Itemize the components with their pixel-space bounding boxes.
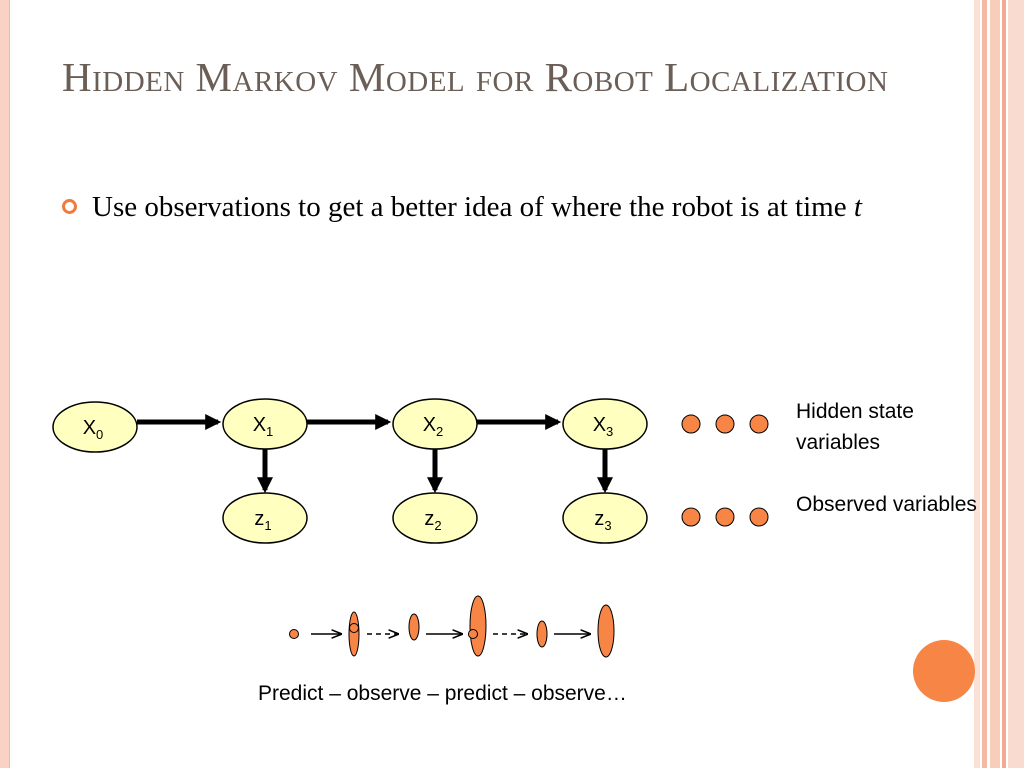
bullet-text: Use observations to get a better idea of… (92, 188, 902, 226)
svg-text:X2: X2 (423, 414, 444, 439)
predict-observe-sequence (289, 595, 615, 658)
belief-predict-1 (348, 611, 360, 657)
right-border-stripes (974, 0, 1024, 768)
belief-predict-2 (469, 595, 487, 657)
svg-text:z3: z3 (594, 508, 611, 533)
bullet-text-main: Use observations to get a better idea of… (92, 191, 854, 223)
belief-observe-2 (536, 620, 548, 648)
bullet-item: Use observations to get a better idea of… (62, 188, 902, 226)
hidden-node-x2: X2 (392, 398, 478, 450)
bullet-circle-icon (62, 199, 77, 214)
svg-text:X3: X3 (593, 414, 614, 439)
observed-ellipsis-dots (681, 507, 769, 527)
svg-text:X1: X1 (253, 414, 274, 439)
hidden-node-x0: X0 (52, 401, 138, 453)
hidden-ellipsis-dots (681, 414, 769, 434)
svg-text:X0: X0 (83, 417, 104, 442)
hidden-node-x3: X3 (562, 398, 648, 450)
slide-title: Hidden Markov Model for Robot Localizati… (62, 54, 889, 100)
left-border-decoration (0, 0, 10, 768)
belief-observe-1 (408, 613, 420, 641)
svg-text:z2: z2 (424, 508, 441, 533)
sequence-caption: Predict – observe – predict – observe… (258, 682, 627, 705)
observed-node-z1: z1 (222, 492, 308, 544)
decorative-orange-circle (913, 640, 975, 702)
bullet-text-variable: t (853, 191, 862, 223)
belief-predict-3 (597, 604, 615, 658)
observed-label: Observed variables (796, 493, 977, 516)
hidden-state-label: Hidden state variables (796, 400, 914, 454)
observed-node-z2: z2 (392, 492, 478, 544)
observed-node-z3: z3 (562, 492, 648, 544)
svg-text:z1: z1 (254, 508, 271, 533)
belief-initial (289, 629, 299, 639)
hidden-node-x1: X1 (222, 398, 308, 450)
